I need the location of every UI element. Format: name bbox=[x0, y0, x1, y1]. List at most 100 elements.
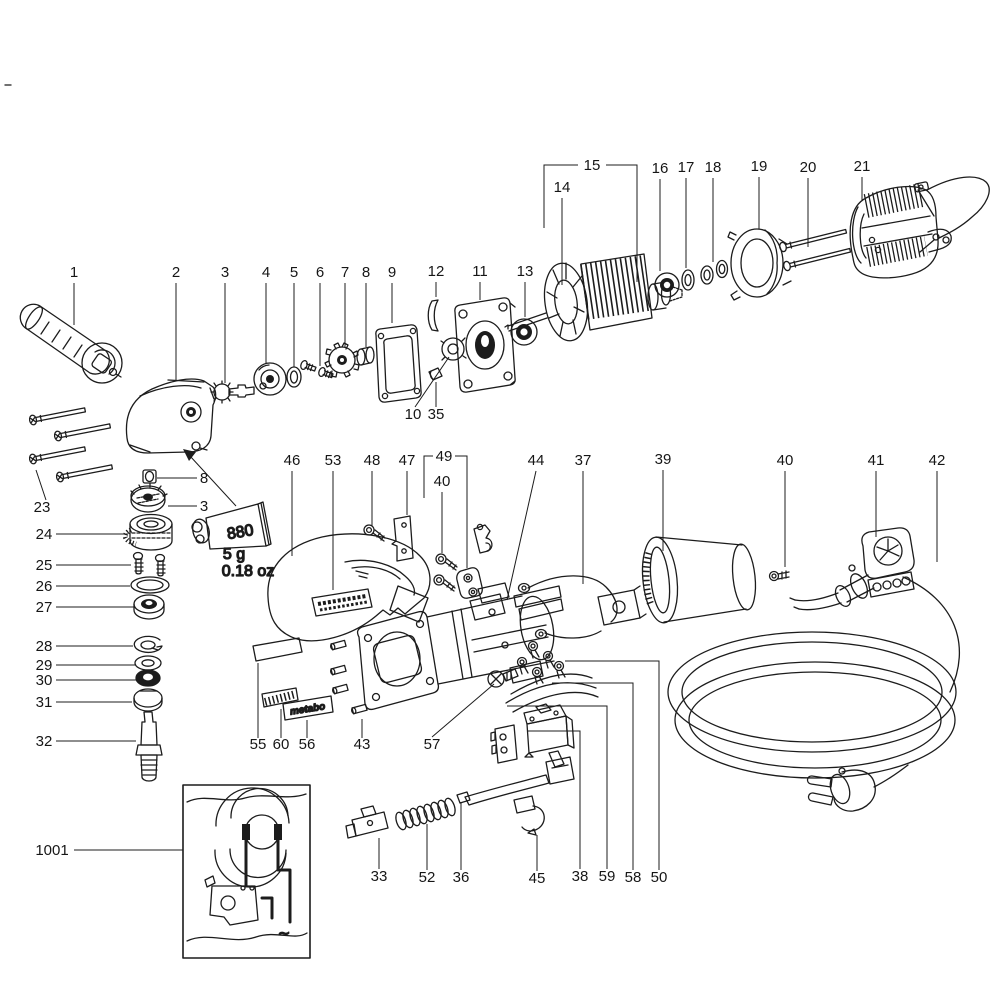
part-power-cord-42 bbox=[667, 576, 960, 812]
part-stator bbox=[849, 176, 990, 279]
part-label-52-53: 52 bbox=[419, 869, 436, 886]
part-screws-40 bbox=[433, 553, 483, 599]
part-pins-43 bbox=[330, 639, 368, 715]
part-label-35-21: 35 bbox=[428, 406, 445, 423]
part-lever-36 bbox=[456, 756, 575, 806]
part-label-38-56: 38 bbox=[572, 868, 589, 885]
inset-wiring-diagram: ~ bbox=[182, 784, 311, 959]
part-side-handle bbox=[19, 303, 123, 384]
part-label-9-8: 9 bbox=[388, 264, 396, 281]
part-label-37-42: 37 bbox=[575, 452, 592, 469]
part-label-36-54: 36 bbox=[453, 869, 470, 886]
part-label-44-41: 44 bbox=[528, 452, 545, 469]
ac-symbol-text: ~ bbox=[278, 924, 291, 942]
part-label-18-16: 18 bbox=[705, 159, 722, 176]
part-label-17-15: 17 bbox=[678, 159, 695, 176]
part-label-49-39: 49 bbox=[436, 448, 453, 465]
part-label-39-43: 39 bbox=[655, 451, 672, 468]
part-blank-label-55 bbox=[252, 637, 303, 662]
part-clip-45 bbox=[513, 795, 545, 836]
part-label-5-4: 5 bbox=[290, 264, 298, 281]
part-label-57-51: 57 bbox=[424, 736, 441, 753]
part-label-40-40: 40 bbox=[434, 473, 451, 490]
part-label-7-6: 7 bbox=[341, 264, 349, 281]
part-bearing-housing-24 bbox=[122, 513, 173, 551]
part-label-28-29: 28 bbox=[36, 638, 53, 655]
part-ring-31 bbox=[133, 688, 163, 712]
part-label-8-23: 8 bbox=[200, 470, 208, 487]
part-label-56-49: 56 bbox=[299, 736, 316, 753]
part-connector-block bbox=[490, 724, 518, 764]
part-label-32-33: 32 bbox=[36, 733, 53, 750]
brand-label-text: metabo bbox=[289, 701, 326, 717]
part-motor-housing-44 bbox=[356, 582, 564, 711]
part-spring-52 bbox=[395, 797, 456, 831]
part-label-50-59: 50 bbox=[651, 869, 668, 886]
part-slider-33 bbox=[345, 805, 389, 839]
part-label-55-47: 55 bbox=[250, 736, 267, 753]
part-washer-29 bbox=[134, 655, 162, 671]
grease-arrowhead bbox=[183, 449, 196, 461]
part-label-29-30: 29 bbox=[36, 657, 53, 674]
part-spindle-32 bbox=[135, 711, 163, 782]
part-clip-12 bbox=[427, 299, 439, 332]
part-label-8-7: 8 bbox=[362, 264, 370, 281]
part-screw-40b bbox=[768, 570, 790, 582]
part-label-27-28: 27 bbox=[36, 599, 53, 616]
part-label-3-2: 3 bbox=[221, 264, 229, 281]
part-bearing-30 bbox=[135, 669, 161, 687]
part-cord-grip-41 bbox=[789, 527, 915, 611]
part-hatched-label-60 bbox=[261, 687, 299, 708]
part-plate-47 bbox=[391, 515, 414, 562]
part-label-45-55: 45 bbox=[529, 870, 546, 887]
part-screws-6 bbox=[300, 359, 334, 379]
part-label-6-5: 6 bbox=[316, 264, 324, 281]
part-bearing-flange-11 bbox=[454, 297, 516, 393]
part-screws-50 bbox=[516, 640, 566, 685]
part-label-26-27: 26 bbox=[36, 578, 53, 595]
grease-weight-oz-text: 0.18 oz bbox=[222, 563, 274, 580]
part-bearing-13 bbox=[510, 318, 538, 346]
part-lock-washer-28 bbox=[133, 635, 163, 654]
part-bearing-27 bbox=[133, 594, 165, 620]
part-label-43-50: 43 bbox=[354, 736, 371, 753]
part-screw-57 bbox=[487, 668, 519, 688]
part-ring-26 bbox=[130, 576, 170, 594]
part-bearing-flange-19 bbox=[727, 228, 792, 301]
part-label-21-19: 21 bbox=[854, 158, 871, 175]
part-gear-housing bbox=[125, 378, 217, 454]
part-label-3-24: 3 bbox=[200, 498, 208, 515]
part-switch-38 bbox=[523, 703, 575, 768]
part-label-23-22: 23 bbox=[34, 499, 51, 516]
part-grease-tube: 880 5 g 0.18 oz bbox=[191, 501, 275, 581]
part-label-13-11: 13 bbox=[517, 263, 534, 280]
part-label-4-3: 4 bbox=[262, 264, 270, 281]
stator-lead-wire bbox=[926, 176, 990, 239]
part-washer-17 bbox=[681, 269, 695, 291]
part-ball-bearing-4 bbox=[253, 362, 287, 396]
part-label-48-37: 48 bbox=[364, 452, 381, 469]
part-screw-48 bbox=[363, 524, 386, 542]
part-gasket-9 bbox=[375, 324, 422, 403]
parts-layer: 880 5 g 0.18 oz bbox=[19, 176, 990, 959]
part-label-10-20: 10 bbox=[405, 406, 422, 423]
part-label-53-36: 53 bbox=[325, 452, 342, 469]
part-label-60-48: 60 bbox=[273, 736, 290, 753]
part-cable-clamp-49 bbox=[473, 523, 493, 554]
part-label-1-0: 1 bbox=[70, 264, 78, 281]
part-label-11-10: 11 bbox=[472, 263, 488, 280]
part-pinion-shaft bbox=[210, 380, 255, 404]
part-spring-wires bbox=[505, 673, 599, 713]
part-pin-35 bbox=[428, 367, 443, 381]
part-label-41-45: 41 bbox=[868, 452, 885, 469]
part-label-2-1: 2 bbox=[172, 264, 180, 281]
part-label-25-26: 25 bbox=[36, 557, 53, 574]
part-motor-sleeve-39 bbox=[641, 536, 757, 624]
part-sleeve-8 bbox=[356, 346, 375, 366]
part-bearing-16 bbox=[654, 272, 680, 298]
part-nut-10 bbox=[440, 337, 467, 361]
part-washers-18 bbox=[700, 259, 729, 285]
